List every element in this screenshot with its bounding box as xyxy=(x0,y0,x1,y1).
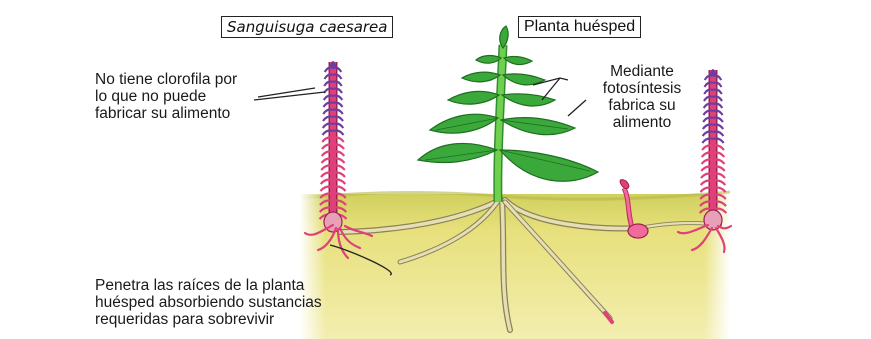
parasite-title: Sanguisuga caesarea xyxy=(221,16,393,38)
host-title: Planta huésped xyxy=(518,16,641,38)
penetrates-label: Penetra las raíces de la planta huésped … xyxy=(95,277,322,328)
photosynthesis-label: Mediante fotosíntesis fabrica su aliment… xyxy=(592,63,692,131)
no-chlorophyll-label: No tiene clorofila por lo que no puede f… xyxy=(95,71,237,122)
